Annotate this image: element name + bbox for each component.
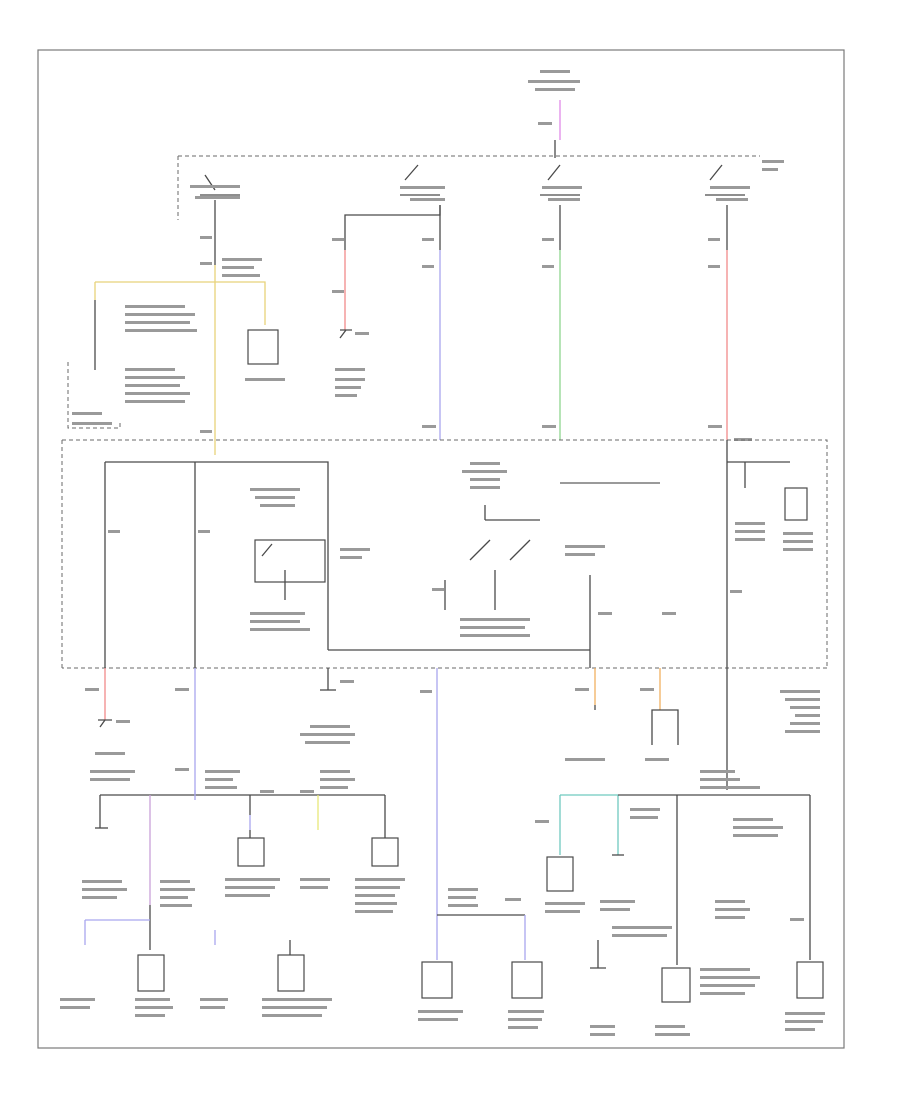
wire-column-pink-long [708, 205, 752, 441]
wire-column-green [542, 205, 561, 440]
switch-contact-4 [705, 164, 750, 201]
wire-column-pink-short [332, 205, 441, 397]
bus-drops [60, 795, 405, 1017]
diagram-frame [37, 49, 845, 1049]
branch-violet-long [418, 668, 544, 1029]
switch-contact-3 [540, 164, 582, 201]
lower-left-bus [100, 770, 385, 800]
branch-orange [565, 668, 679, 761]
branch-pink-left [85, 668, 135, 781]
fuse-box-relay [250, 488, 370, 631]
ignition-switch [528, 70, 580, 158]
branch-teal-right [535, 668, 825, 1036]
wire-column-violet [422, 205, 441, 440]
branch-violet-left [175, 668, 196, 795]
fuse-box-switches [108, 462, 742, 637]
fuse-junction-box [61, 439, 828, 669]
switch-contact-2 [400, 164, 445, 201]
switch-contact-1 [177, 156, 240, 220]
centre-relay-lower [300, 668, 355, 744]
fuse-box-right-components [735, 462, 813, 551]
wire-column-yellow [67, 200, 285, 455]
